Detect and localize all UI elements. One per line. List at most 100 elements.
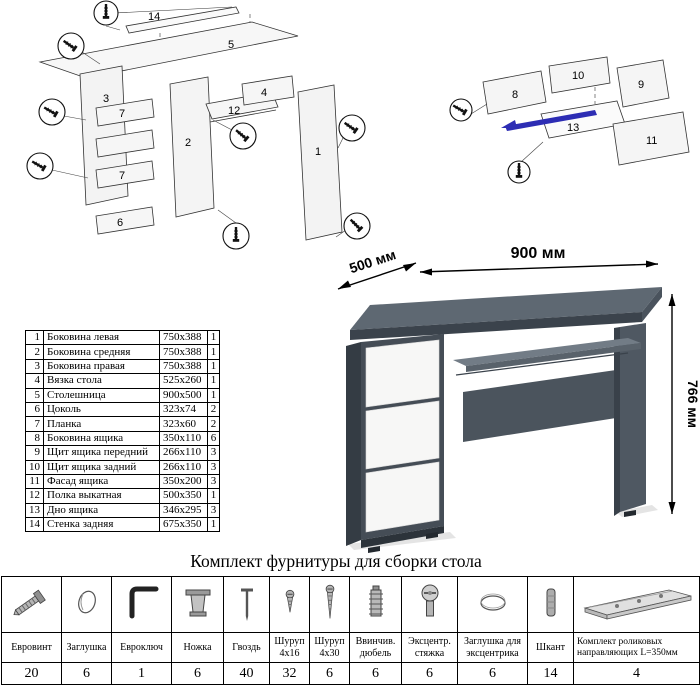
- dimension-width: 900 мм: [419, 245, 659, 276]
- hardware-kit-title: Комплект фурнитуры для сборки стола: [190, 551, 482, 571]
- part-label-7b: 7: [119, 170, 125, 182]
- hardware-qty: 6: [309, 662, 350, 685]
- part-size: 350x200: [159, 473, 208, 490]
- hardware-name: Заглушка: [61, 632, 112, 663]
- hardware-icon-cell: [309, 576, 350, 633]
- desk-3d-render: 900 мм 500 мм 766 мм: [337, 245, 700, 553]
- hardware-name: Эксцентр. стяжка: [401, 632, 458, 663]
- part-qty: 1: [207, 517, 220, 533]
- exploded-view-desk-diagram: 14 5 3 7 7 6 2 12 4 1: [26, 0, 371, 250]
- hardware-icon-cell: [171, 576, 224, 633]
- part-number: 14: [25, 517, 44, 533]
- part-number: 9: [25, 445, 44, 461]
- hardware-qty-row: 20 6 1 6 40 32 6 6 6 6 14 4: [1, 662, 700, 685]
- part-label-1: 1: [315, 146, 321, 158]
- part-name: Боковина левая: [43, 329, 160, 346]
- part-label-6: 6: [117, 217, 123, 229]
- cap-icon: [77, 590, 96, 614]
- hardware-qty: 1: [111, 662, 172, 685]
- hardware-name-row: Евровинт Заглушка Евроключ Ножка Гвоздь …: [1, 632, 700, 663]
- part-qty: 3: [207, 445, 220, 461]
- hardware-name: Евровинт: [1, 632, 62, 663]
- part-label-9: 9: [638, 79, 644, 91]
- drawer-side-part: [482, 70, 547, 115]
- part-number: 7: [25, 416, 44, 432]
- part-number: 11: [25, 473, 44, 490]
- part-number: 1: [25, 329, 44, 346]
- desk-back-tie: [463, 370, 616, 442]
- hardware-qty: 14: [527, 662, 574, 685]
- hardware-name: Шкант: [527, 632, 574, 663]
- part-name: Боковина правая: [43, 358, 160, 375]
- part-name: Щит ящика задний: [43, 459, 160, 475]
- hardware-name: Комплект роликовых направляющих L=350мм: [573, 632, 700, 663]
- hardware-icon-cell: [111, 576, 172, 633]
- hardware-icon-cell: [457, 576, 528, 633]
- part-qty: 6: [207, 430, 220, 447]
- part-qty: 3: [207, 502, 220, 519]
- part-name: Боковина средняя: [43, 344, 160, 360]
- part-number: 10: [25, 459, 44, 475]
- drawer-back-part: [548, 56, 611, 94]
- part-label-11: 11: [646, 135, 657, 147]
- leader-lines: [51, 25, 347, 238]
- part-label-14: 14: [148, 11, 160, 23]
- hardware-icon-cell: [401, 576, 458, 633]
- drawer-bottom-insert-highlight: [501, 110, 597, 131]
- part-size: 750x388: [159, 358, 208, 375]
- part-size: 266x110: [159, 459, 208, 475]
- desk-drawer-pedestal: [346, 334, 444, 553]
- part-label-10: 10: [572, 70, 584, 82]
- hardware-icon-cell: [61, 576, 112, 633]
- cam-lock-icon: [421, 584, 438, 617]
- hardware-icon-cell: [223, 576, 270, 633]
- screw-in-dowel-icon: [368, 585, 383, 617]
- hardware-icon-cell: [527, 576, 574, 633]
- part-qty: 1: [207, 387, 220, 403]
- part-label-7a: 7: [119, 108, 125, 120]
- hardware-icon-cell: [573, 576, 700, 633]
- part-qty: 2: [207, 401, 220, 418]
- part-qty: 1: [207, 358, 220, 375]
- drawer-strips-parts: [95, 98, 155, 235]
- part-name: Вязка стола: [43, 373, 160, 389]
- part-qty: 1: [207, 344, 220, 360]
- drawer-facade-part: [612, 111, 690, 166]
- hardware-name: Шуруп 4x16: [269, 632, 310, 663]
- furniture-leg-icon: [185, 589, 210, 617]
- part-name: Щит ящика передний: [43, 445, 160, 461]
- part-label-3: 3: [103, 93, 109, 105]
- hardware-qty: 6: [61, 662, 112, 685]
- part-size: 350x110: [159, 430, 208, 447]
- confirmat-screw-icon: [12, 589, 46, 616]
- hardware-kit-table: Евровинт Заглушка Евроключ Ножка Гвоздь …: [1, 576, 700, 685]
- part-size: 750x388: [159, 344, 208, 360]
- hardware-icon-row: [1, 576, 700, 633]
- cam-cap-icon: [479, 593, 506, 611]
- drawer-front-middle: [365, 400, 440, 470]
- part-qty: 1: [207, 329, 220, 346]
- part-number: 8: [25, 430, 44, 447]
- desk-tabletop: [350, 287, 662, 340]
- desk-right-leg: [614, 323, 646, 517]
- drawer-front-top: [365, 339, 440, 408]
- hardware-qty: 40: [223, 662, 270, 685]
- part-name: Боковина ящика: [43, 430, 160, 447]
- hardware-qty: 6: [457, 662, 528, 685]
- tabletop-part: [38, 21, 299, 79]
- screw-4x30-icon: [325, 584, 335, 619]
- desk-keyboard-tray: [453, 338, 641, 376]
- part-size: 675x350: [159, 517, 208, 533]
- part-name: Полка выкатная: [43, 488, 160, 504]
- hardware-name: Гвоздь: [223, 632, 270, 663]
